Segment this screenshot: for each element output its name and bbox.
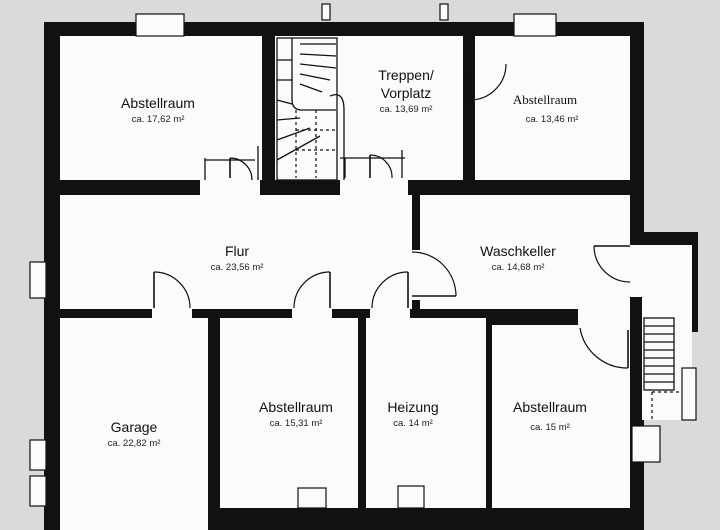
door (340, 150, 405, 179)
room-abstellraum-s1 (220, 318, 358, 508)
door (593, 245, 631, 283)
room-area: ca. 14 m² (393, 418, 433, 429)
door (371, 271, 409, 309)
exterior-staircase (643, 317, 697, 421)
room-name: Garage (111, 419, 158, 435)
window (321, 3, 331, 21)
room-abstellraum-s2 (492, 325, 630, 508)
room-treppen-vorplatz (275, 36, 463, 180)
room-garage (60, 318, 208, 530)
room-floors (60, 36, 692, 530)
room-area: ca. 23,56 m² (211, 262, 264, 273)
room-name: Heizung (387, 399, 438, 415)
window (29, 261, 47, 299)
room-labels: Abstellraum ca. 17,62 m² Treppen/ Vorpla… (108, 67, 587, 449)
room-name: Treppen/ (378, 67, 434, 83)
room-abstellraum-ne (475, 36, 630, 180)
room-area: ca. 22,82 m² (108, 438, 161, 449)
room-name: Abstellraum (259, 399, 333, 415)
room-name: Abstellraum (513, 92, 577, 107)
window (397, 485, 425, 509)
door (411, 251, 457, 297)
room-area: ca. 14,68 m² (492, 262, 545, 273)
interior-staircase (276, 37, 345, 181)
window (29, 439, 47, 471)
room-heizung (366, 318, 486, 508)
room-name: Abstellraum (121, 95, 195, 111)
window (631, 425, 661, 463)
room-name: Abstellraum (513, 399, 587, 415)
room-area: ca. 17,62 m² (132, 114, 185, 125)
room-name: Vorplatz (381, 85, 432, 101)
doors (153, 63, 631, 369)
room-name: Flur (225, 243, 249, 259)
door-openings (152, 178, 646, 328)
door (579, 327, 629, 369)
room-flur (60, 195, 412, 309)
door (153, 271, 191, 309)
door (293, 271, 331, 309)
room-area: ca. 15,31 m² (270, 418, 323, 429)
window (439, 3, 449, 21)
door (204, 146, 259, 181)
windows (29, 3, 661, 509)
room-area: ca. 15 m² (530, 422, 570, 433)
door (469, 63, 507, 101)
room-abstellraum-nw (60, 36, 262, 180)
room-name: Waschkeller (480, 243, 556, 259)
window (135, 13, 185, 37)
room-area: ca. 13,69 m² (380, 104, 433, 115)
window (513, 13, 557, 37)
room-area: ca. 13,46 m² (526, 114, 579, 125)
window (297, 487, 327, 509)
window (29, 475, 47, 507)
